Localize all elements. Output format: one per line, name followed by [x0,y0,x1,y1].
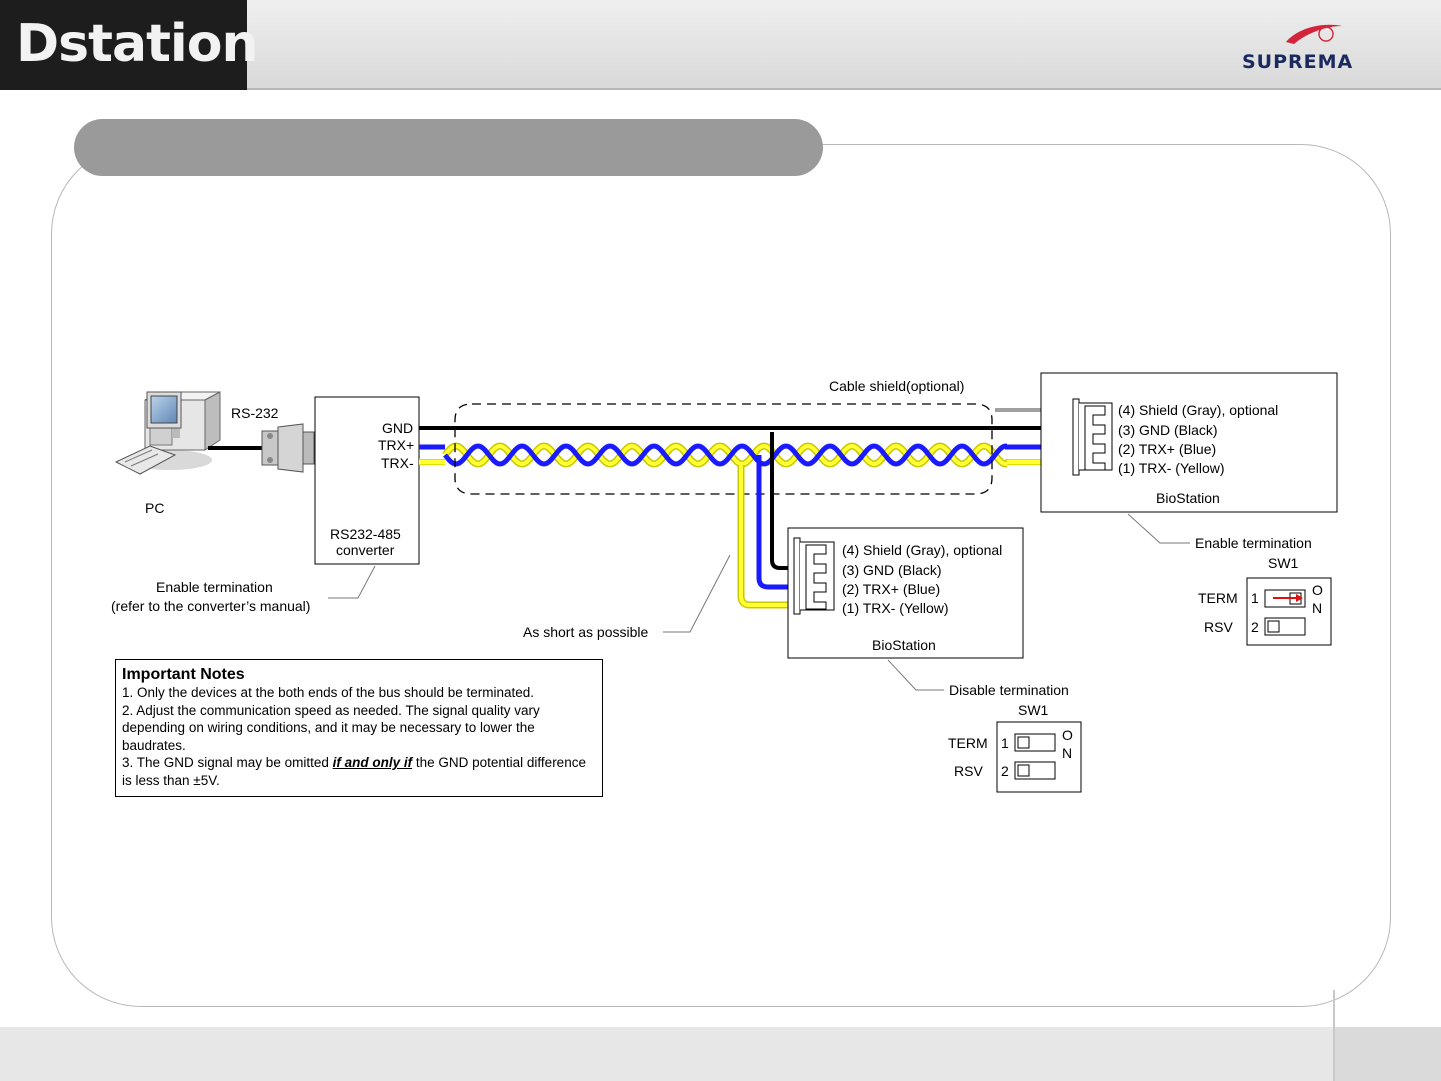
disable-switch-on-n: N [1062,745,1072,761]
enable-switch-on-o: O [1312,582,1323,598]
disable-switch-rsv: RSV [954,763,983,779]
content-panel [51,144,1391,1007]
enable-switch-sw: SW1 [1268,555,1299,571]
notes-heading: Important Notes [122,666,245,683]
disable-switch-num2: 2 [1001,763,1009,779]
notes-item-1: 1. Only the devices at the both ends of … [122,685,535,700]
logo-text: Dstation [16,14,258,74]
right-pin-1: (1) TRX- (Yellow) [1118,460,1225,476]
drop-trx-plus-wire [756,455,800,590]
disable-switch-sw: SW1 [1018,702,1049,718]
cable-shield-outline [454,403,993,495]
short-callout-line [663,554,731,633]
enable-switch-toggle-1 [1264,589,1306,608]
mid-pin-2: (2) TRX+ (Blue) [842,581,940,597]
mid-pin-3: (3) GND (Black) [842,562,942,578]
converter-name-line2: converter [336,542,395,558]
title-bar [74,119,823,176]
suprema-brand: SUPREMA [1242,51,1354,73]
dstation-logo: Dstation [0,0,258,90]
footer-bar [0,1027,1441,1081]
notes-item-2: 2. Adjust the communication speed as nee… [122,702,540,753]
short-as-possible-label: As short as possible [523,624,648,640]
converter-callout-line [328,565,376,599]
enable-switch-toggle-2 [1264,617,1306,636]
notes-item-3: 3. The GND signal may be omitted if and … [122,754,596,789]
twist-trx-plus-wire [443,443,1007,467]
twisted-pair-cable [442,442,1007,468]
cable-shield-label: Cable shield(optional) [829,378,964,394]
pc-icon [114,391,221,475]
converter-box [314,396,420,565]
disable-switch-toggle-2 [1014,761,1056,780]
right-pin-2: (2) TRX+ (Blue) [1118,441,1216,457]
converter-termination-line2: (refer to the converter’s manual) [111,598,310,614]
disable-switch-term: TERM [948,735,988,751]
disable-switch-caption: Disable termination [949,682,1069,698]
converter-pin-gnd: GND [382,420,413,436]
drop-gnd-wire [770,432,800,570]
important-notes-box: Important Notes 1. Only the devices at t… [115,659,603,797]
pc-label: PC [145,500,164,516]
footer-divider [1333,990,1335,1027]
converter-termination-line1: Enable termination [156,579,273,595]
suprema-logo-swoosh-icon [1286,24,1342,44]
footer-page-box [1333,1027,1441,1081]
notes-item-3-emphasis: if and only if [332,755,413,770]
mid-callout-line [887,659,944,691]
right-callout-line [1127,513,1190,544]
right-pin-4: (4) Shield (Gray), optional [1118,402,1278,418]
disable-switch-on-o: O [1062,727,1073,743]
mid-device-name: BioStation [872,637,936,653]
db9-connector-icon [261,423,315,473]
disable-switch-toggle-1 [1014,733,1056,752]
notes-item-3-a: 3. The GND signal may be omitted [122,755,333,770]
rs232-label: RS-232 [231,405,279,421]
enable-switch-on-n: N [1312,600,1322,616]
converter-name-line1: RS232-485 [330,526,401,542]
connector-mid-icon [793,537,835,615]
mid-pin-1: (1) TRX- (Yellow) [842,600,949,616]
twist-trx-minus-wire [443,444,1007,466]
connector-right-icon [1072,398,1113,476]
enable-switch-num1: 1 [1251,590,1259,606]
enable-switch-rsv: RSV [1204,619,1233,635]
disable-switch-num1: 1 [1001,735,1009,751]
converter-pin-trx-plus: TRX+ [378,437,414,453]
converter-pin-trx-minus: TRX- [381,455,414,471]
enable-switch-term: TERM [1198,590,1238,606]
right-pin-3: (3) GND (Black) [1118,422,1218,438]
enable-switch-num2: 2 [1251,619,1259,635]
notes-item-3-b: the GND potential difference is less tha… [122,755,586,788]
mid-pin-4: (4) Shield (Gray), optional [842,542,1002,558]
enable-switch-caption: Enable termination [1195,535,1312,551]
right-device-name: BioStation [1156,490,1220,506]
